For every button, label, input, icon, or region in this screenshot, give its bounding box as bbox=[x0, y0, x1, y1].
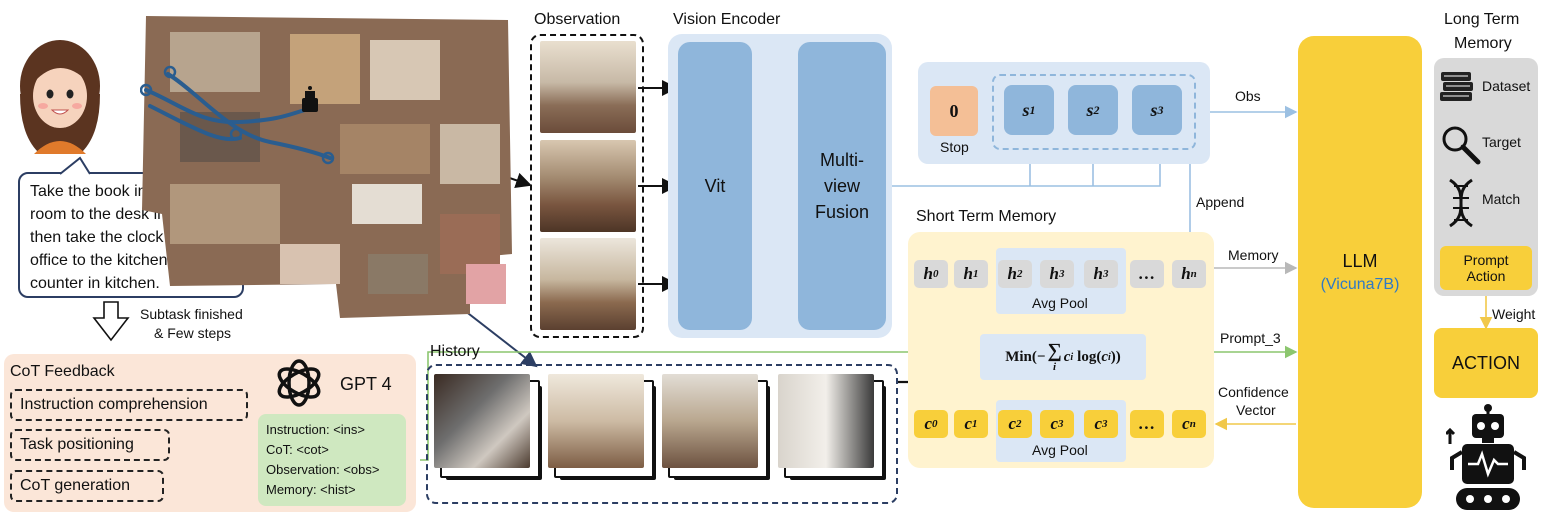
action-block: ACTION bbox=[1434, 328, 1538, 398]
observation-image bbox=[540, 140, 636, 232]
gpt-label: GPT 4 bbox=[340, 374, 392, 394]
candidate-group bbox=[992, 74, 1196, 150]
dna-icon bbox=[1449, 178, 1473, 228]
vision-encoder-title: Vision Encoder bbox=[673, 11, 781, 28]
entropy-csub: i bbox=[1070, 351, 1074, 363]
llm-model: (Vicuna7B) bbox=[1320, 275, 1400, 293]
cot-item-instruction: Instruction comprehension bbox=[10, 389, 248, 421]
entropy-index: i bbox=[1053, 361, 1057, 373]
history-title: History bbox=[430, 343, 480, 360]
history-image bbox=[434, 374, 530, 468]
fusion-label: Fusion bbox=[814, 202, 870, 222]
history-image bbox=[662, 374, 758, 468]
entropy-csub: i bbox=[1108, 351, 1111, 363]
observation-image bbox=[540, 41, 636, 133]
entropy-c: c bbox=[1063, 348, 1071, 365]
fusion-label: view bbox=[823, 176, 860, 196]
c-token: … bbox=[1130, 410, 1164, 438]
prompt-line: CoT: <cot> bbox=[266, 442, 329, 457]
avg-pool-top-label: Avg Pool bbox=[1032, 295, 1088, 311]
fusion-label: Multi- bbox=[820, 150, 864, 170]
cot-item-task: Task positioning bbox=[10, 429, 170, 461]
instruction-line: office to the kitchen bbox=[30, 252, 168, 269]
vit-block: Vit bbox=[678, 42, 752, 330]
user-avatar bbox=[20, 40, 100, 154]
floor-map bbox=[140, 16, 512, 318]
magnifier-icon bbox=[1442, 126, 1481, 165]
robot-icon bbox=[1446, 404, 1526, 510]
stop-candidate: 0 bbox=[930, 86, 978, 136]
prompt-action-box: Prompt Action bbox=[1440, 246, 1532, 290]
prompt-template-box: Instruction: <ins> CoT: <cot> Observatio… bbox=[258, 414, 406, 506]
prompt-line: Memory: <hist> bbox=[266, 482, 356, 497]
openai-icon bbox=[277, 359, 321, 407]
entropy-log: log( bbox=[1077, 348, 1102, 365]
vit-label: Vit bbox=[704, 175, 726, 196]
prompt-action-label: Action bbox=[1466, 268, 1506, 284]
entropy-end: ) bbox=[1115, 348, 1121, 365]
h-token: … bbox=[1130, 260, 1164, 288]
action-label: ACTION bbox=[1451, 352, 1520, 373]
stop-label: Stop bbox=[940, 139, 969, 155]
prompt-line: Instruction: <ins> bbox=[266, 422, 365, 437]
prompt-line: Observation: <obs> bbox=[266, 462, 380, 477]
cot-title: CoT Feedback bbox=[10, 363, 115, 380]
bubble-tail bbox=[59, 156, 91, 175]
instruction-line: then take the clock in the bbox=[30, 229, 207, 246]
llm-title: LLM bbox=[1342, 250, 1378, 271]
history-image bbox=[548, 374, 644, 468]
subtask-label: Subtask finished bbox=[140, 306, 243, 322]
avg-pool-bottom-label: Avg Pool bbox=[1032, 442, 1088, 458]
ltm-title: Long Term bbox=[1444, 11, 1520, 28]
entropy-sum: ∑ bbox=[1047, 340, 1062, 362]
prompt-action-label: Prompt bbox=[1463, 252, 1509, 268]
books-icon bbox=[1440, 72, 1473, 101]
entropy-c: c bbox=[1101, 348, 1108, 365]
observation-panel bbox=[530, 34, 644, 338]
weight-edge-label: Weight bbox=[1492, 306, 1536, 322]
prompt-edge-label: Prompt_3 bbox=[1220, 330, 1281, 346]
ltm-dataset: Dataset bbox=[1482, 78, 1531, 94]
robot-icon bbox=[302, 86, 318, 112]
history-panel bbox=[426, 364, 898, 504]
observation-image bbox=[540, 238, 636, 330]
confidence-edge-label: Vector bbox=[1236, 402, 1276, 418]
history-image bbox=[778, 374, 874, 468]
stop-value: 0 bbox=[949, 100, 959, 121]
ltm-match: Match bbox=[1482, 191, 1521, 207]
cot-item-generation: CoT generation bbox=[10, 470, 164, 502]
stm-title: Short Term Memory bbox=[916, 208, 1057, 225]
instruction-line: counter in kitchen. bbox=[30, 275, 160, 292]
entropy-min: Min(− bbox=[1005, 348, 1046, 365]
observation-title: Observation bbox=[534, 11, 621, 28]
append-edge-label: Append bbox=[1196, 194, 1245, 210]
ltm-target: Target bbox=[1482, 134, 1521, 150]
fusion-block: Multi- view Fusion bbox=[798, 42, 886, 330]
entropy-end: ) bbox=[1110, 348, 1116, 365]
confidence-edge-label: Confidence bbox=[1218, 384, 1289, 400]
obs-edge-label: Obs bbox=[1235, 88, 1261, 104]
llm-block: LLM (Vicuna7B) bbox=[1298, 36, 1422, 508]
memory-edge-label: Memory bbox=[1228, 247, 1279, 263]
ltm-title: Memory bbox=[1454, 35, 1512, 52]
subtask-label: & Few steps bbox=[154, 325, 232, 341]
